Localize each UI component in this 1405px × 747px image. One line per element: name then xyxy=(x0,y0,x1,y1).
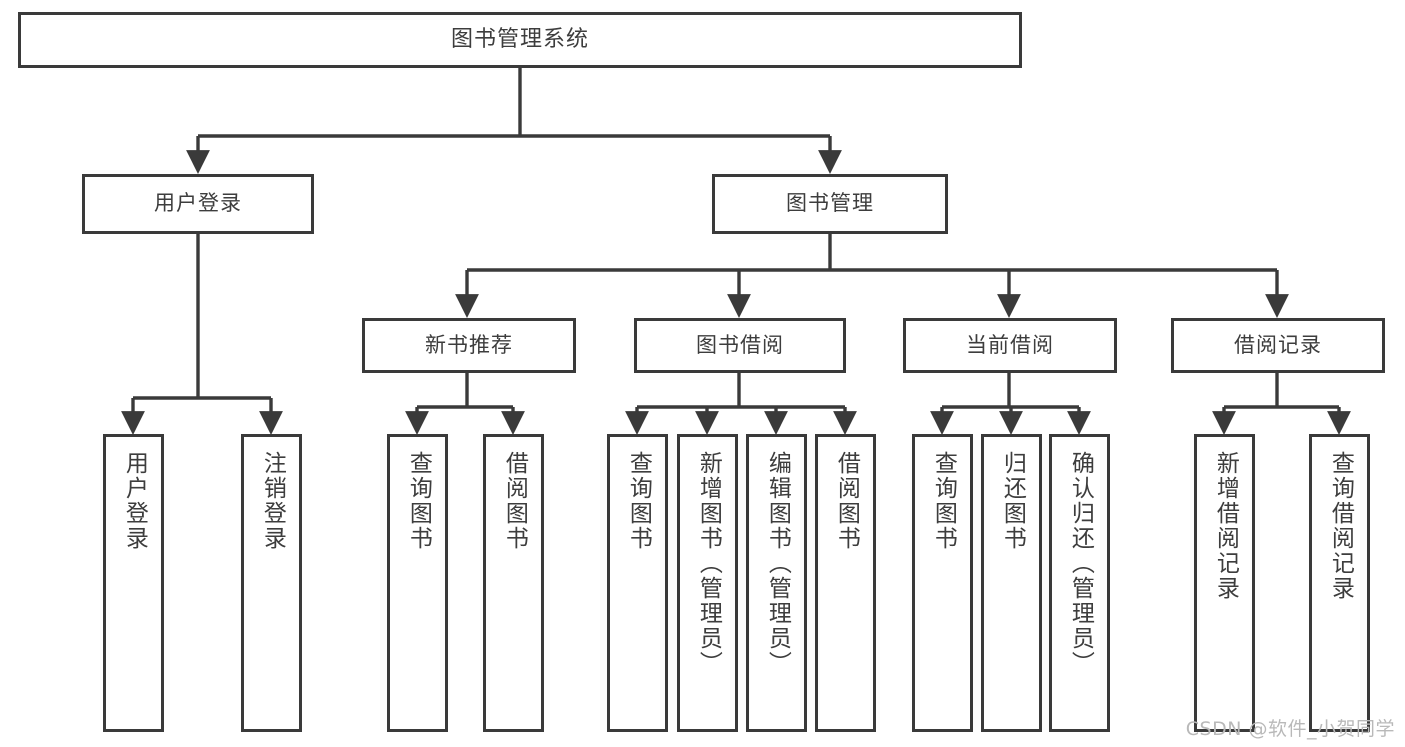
node-label: 借阅图书 xyxy=(833,451,860,551)
node-label: 查询图书 xyxy=(930,451,957,551)
leaf-query-book-current[interactable]: 查询图书 xyxy=(912,434,973,732)
node-label: 查询图书 xyxy=(625,451,652,551)
leaf-add-book-admin[interactable]: 新增图书（管理员） xyxy=(677,434,738,732)
node-label: 用户登录 xyxy=(154,191,242,216)
node-label: 新增借阅记录 xyxy=(1212,451,1239,601)
node-label: 注销登录 xyxy=(259,451,286,551)
leaf-edit-book-admin[interactable]: 编辑图书（管理员） xyxy=(746,434,807,732)
node-book-manage[interactable]: 图书管理 xyxy=(712,174,948,234)
node-label: 当前借阅 xyxy=(966,332,1054,357)
leaf-borrow-book-new-rec[interactable]: 借阅图书 xyxy=(483,434,544,732)
leaf-query-borrow-record[interactable]: 查询借阅记录 xyxy=(1309,434,1370,732)
leaf-return-book[interactable]: 归还图书 xyxy=(981,434,1042,732)
node-borrow-record[interactable]: 借阅记录 xyxy=(1171,318,1385,373)
node-label: 借阅图书 xyxy=(501,451,528,551)
node-user-login[interactable]: 用户登录 xyxy=(82,174,314,234)
leaf-confirm-return-admin[interactable]: 确认归还（管理员） xyxy=(1049,434,1110,732)
node-label: 图书借阅 xyxy=(696,332,784,357)
node-new-book-recommend[interactable]: 新书推荐 xyxy=(362,318,576,373)
node-current-borrow[interactable]: 当前借阅 xyxy=(903,318,1117,373)
node-book-borrow[interactable]: 图书借阅 xyxy=(634,318,846,373)
leaf-user-logout[interactable]: 注销登录 xyxy=(241,434,302,732)
node-label: 新书推荐 xyxy=(425,332,513,357)
node-label: 用户登录 xyxy=(121,451,148,551)
node-label: 图书管理系统 xyxy=(450,26,589,52)
node-label: 新增图书（管理员） xyxy=(695,451,722,676)
leaf-query-book-borrow[interactable]: 查询图书 xyxy=(607,434,668,732)
node-label: 图书管理 xyxy=(786,191,874,216)
node-label: 借阅记录 xyxy=(1234,332,1322,357)
csdn-watermark: CSDN @软件_小贺同学 xyxy=(1185,718,1395,740)
node-label: 确认归还（管理员） xyxy=(1067,451,1094,676)
leaf-add-borrow-record[interactable]: 新增借阅记录 xyxy=(1194,434,1255,732)
node-root-book-management-system[interactable]: 图书管理系统 xyxy=(18,12,1022,68)
node-label: 查询图书 xyxy=(405,451,432,551)
node-label: 编辑图书（管理员） xyxy=(764,451,791,676)
node-label: 归还图书 xyxy=(999,451,1026,551)
leaf-borrow-book-borrow[interactable]: 借阅图书 xyxy=(815,434,876,732)
leaf-query-book-new-rec[interactable]: 查询图书 xyxy=(387,434,448,732)
leaf-user-login[interactable]: 用户登录 xyxy=(103,434,164,732)
node-label: 查询借阅记录 xyxy=(1327,451,1354,601)
